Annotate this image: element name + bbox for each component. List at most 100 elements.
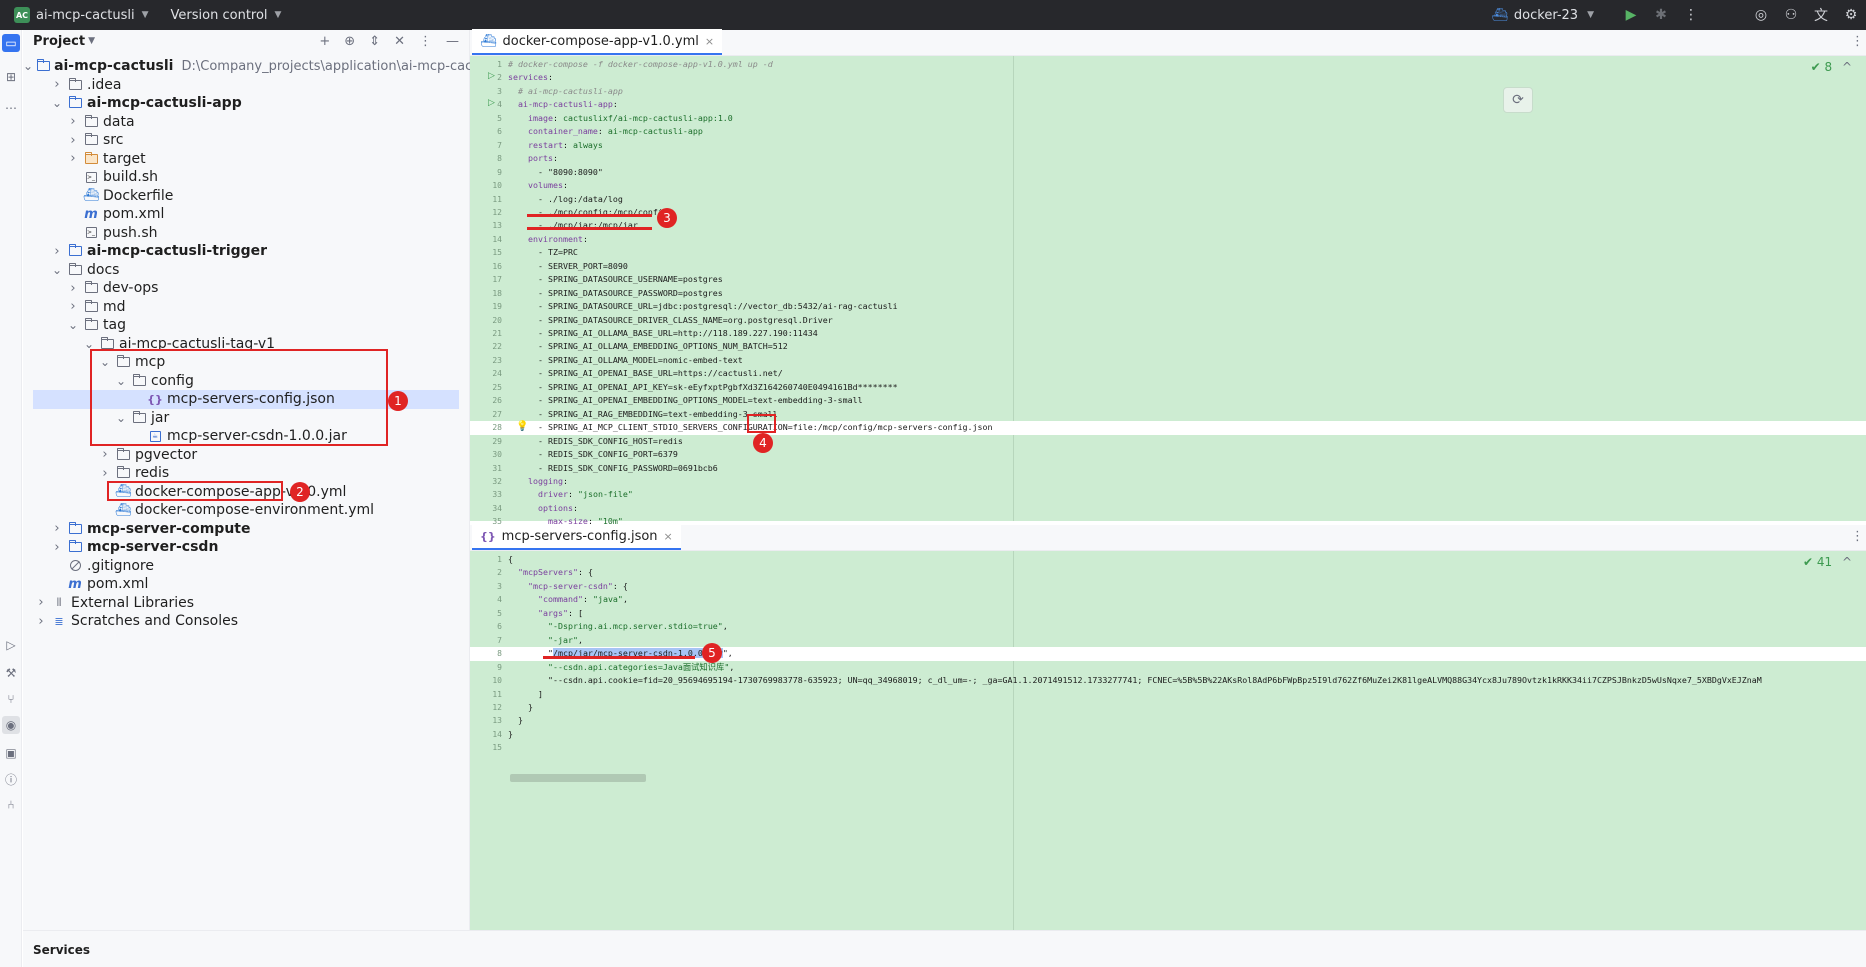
code-line[interactable]: "--csdn.api.cookie=fid=20_95694695194-17… — [508, 675, 1762, 686]
code-line[interactable]: ai-mcp-cactusli-app: — [518, 99, 618, 110]
run-tool-icon[interactable]: ▷ — [6, 638, 16, 652]
more-icon[interactable]: ⋮ — [1851, 529, 1864, 544]
code-line[interactable]: "args": [ — [537, 607, 583, 618]
services-tool-icon[interactable]: ◉ — [2, 716, 20, 734]
close-icon[interactable]: × — [704, 34, 715, 48]
code-line[interactable]: "-Dspring.ai.mcp.server.stdio=true", — [547, 621, 728, 632]
code-line[interactable]: # docker-compose -f docker-compose-app-v… — [508, 59, 773, 69]
code-line[interactable]: - SPRING_AI_OPENAI_EMBEDDING_OPTIONS_MOD… — [508, 395, 863, 406]
vcs-widget[interactable]: Version control ▼ — [171, 8, 282, 23]
git-tool-icon[interactable]: ⑂ — [7, 692, 15, 706]
chevron-down-icon[interactable]: ⌄ — [115, 373, 127, 388]
chevron-up-icon[interactable]: ^ — [1841, 555, 1852, 569]
hide-icon[interactable]: — — [446, 33, 459, 49]
expand-all-icon[interactable]: ⇕ — [369, 33, 381, 49]
code-line[interactable]: } — [508, 701, 533, 712]
run-config-selector[interactable]: ⛴ docker-23 ▼ — [1491, 8, 1594, 23]
chevron-right-icon[interactable]: › — [54, 243, 60, 259]
code-line[interactable]: driver: "json-file" — [537, 489, 633, 500]
code-line[interactable]: - ./log:/data/log — [508, 193, 623, 204]
sync-icon[interactable]: ⟳ — [1503, 87, 1533, 113]
tree-item[interactable]: ⌄config — [23, 372, 470, 391]
terminal-tool-icon[interactable]: ▣ — [5, 746, 17, 760]
code-line[interactable]: } — [508, 728, 513, 739]
chevron-down-icon[interactable]: ⌄ — [83, 336, 95, 351]
chevron-right-icon[interactable]: › — [54, 521, 60, 537]
code-area[interactable]: # docker-compose -f docker-compose-app-v… — [508, 56, 1866, 526]
tree-item[interactable]: ⌄ai-mcp-cactusli-app — [23, 94, 470, 113]
tab-docker-compose[interactable]: ⛴ docker-compose-app-v1.0.yml × — [472, 29, 723, 55]
code-area[interactable]: { "mcpServers": { "mcp-server-csdn": { "… — [508, 551, 1866, 930]
structure-tool-icon[interactable]: ⊞ — [5, 70, 17, 84]
code-line[interactable]: "command": "java", — [537, 594, 628, 605]
inspection-widget[interactable]: ✔ 8 ^ — [1811, 60, 1852, 74]
collapse-all-icon[interactable]: ✕ — [394, 33, 405, 49]
chevron-down-icon[interactable]: ⌄ — [115, 410, 127, 425]
chevron-right-icon[interactable]: › — [54, 77, 60, 93]
chevron-right-icon[interactable]: › — [70, 151, 76, 167]
tree-item[interactable]: ›⫴External Libraries — [23, 594, 470, 613]
chevron-right-icon[interactable]: › — [38, 595, 44, 611]
code-line[interactable]: image: cactuslixf/ai-mcp-cactusli-app:1.… — [527, 112, 733, 123]
code-line[interactable]: - SERVER_PORT=8090 — [508, 260, 628, 271]
tree-item[interactable]: ›dev-ops — [23, 279, 470, 298]
chevron-right-icon[interactable]: › — [102, 465, 108, 481]
run-gutter-icon[interactable]: ▷ — [488, 71, 495, 82]
code-line[interactable]: ports: — [527, 153, 558, 164]
code-line[interactable]: { — [508, 554, 513, 564]
more-icon[interactable]: ⋮ — [1851, 34, 1864, 49]
chevron-right-icon[interactable]: › — [102, 447, 108, 463]
more-tools-icon[interactable]: … — [5, 98, 17, 112]
build-tool-icon[interactable]: ⚒ — [5, 666, 17, 680]
tree-item[interactable]: >_build.sh — [23, 168, 470, 187]
code-line[interactable]: ] — [508, 688, 543, 699]
code-line[interactable]: - SPRING_AI_OPENAI_BASE_URL=https://cact… — [508, 368, 783, 379]
tree-item[interactable]: ⛴Dockerfile — [23, 187, 470, 206]
chevron-right-icon[interactable]: › — [70, 299, 76, 315]
code-line[interactable]: - ./mcp/jar:/mcp/jar — [508, 220, 638, 231]
run-gutter-icon[interactable]: ▷ — [488, 98, 495, 109]
lightbulb-icon[interactable]: 💡 — [516, 421, 529, 433]
tree-item[interactable]: ›.idea — [23, 76, 470, 95]
tree-item[interactable]: ›mcp-server-csdn — [23, 538, 470, 557]
tree-item[interactable]: >_push.sh — [23, 224, 470, 243]
chevron-right-icon[interactable]: › — [70, 132, 76, 148]
code-line[interactable]: - SPRING_AI_OLLAMA_EMBEDDING_OPTIONS_NUM… — [508, 341, 788, 352]
tree-item[interactable]: ⌄docs — [23, 261, 470, 280]
project-tool-icon[interactable]: ▭ — [2, 34, 20, 52]
code-line[interactable]: - SPRING_AI_OLLAMA_MODEL=nomic-embed-tex… — [508, 354, 743, 365]
code-line[interactable]: - TZ=PRC — [508, 247, 578, 258]
close-icon[interactable]: × — [663, 529, 673, 543]
tree-item[interactable]: ›≣Scratches and Consoles — [23, 612, 470, 631]
vcs-tool-icon[interactable]: ⑃ — [7, 798, 15, 812]
code-line[interactable]: "-jar", — [547, 634, 583, 645]
more-icon[interactable]: ⋮ — [1684, 7, 1698, 23]
code-line[interactable]: container_name: ai-mcp-cactusli-app — [527, 126, 703, 137]
settings-icon[interactable]: ⚙ — [1844, 7, 1858, 23]
tree-item[interactable]: ⌄tag — [23, 316, 470, 335]
tree-item[interactable]: ›md — [23, 298, 470, 317]
code-line[interactable]: volumes: — [527, 180, 568, 191]
tree-item[interactable]: ⌄mcp — [23, 353, 470, 372]
chevron-down-icon[interactable]: ⌄ — [67, 318, 79, 333]
code-line[interactable]: - SPRING_AI_MCP_CLIENT_STDIO_SERVERS_CON… — [508, 422, 993, 433]
project-badge[interactable]: AC — [14, 7, 30, 23]
code-line[interactable]: "--csdn.api.categories=Java面试知识库", — [547, 661, 735, 672]
locate-icon[interactable]: ⊕ — [344, 33, 356, 49]
services-bar[interactable]: Services — [23, 930, 1866, 967]
options-icon[interactable]: ⋮ — [419, 33, 432, 49]
chevron-right-icon[interactable]: › — [70, 280, 76, 296]
run-icon[interactable]: ▶ — [1625, 7, 1637, 23]
project-switcher[interactable]: ai-mcp-cactusli ▼ — [36, 8, 149, 23]
inspection-widget[interactable]: ✔ 41 ^ — [1803, 555, 1852, 569]
code-line[interactable]: - SPRING_DATASOURCE_PASSWORD=postgres — [508, 287, 723, 298]
tree-item[interactable]: ›ai-mcp-cactusli-trigger — [23, 242, 470, 261]
code-line[interactable]: - REDIS_SDK_CONFIG_PORT=6379 — [508, 449, 678, 460]
tree-item[interactable]: ›redis — [23, 464, 470, 483]
tree-item[interactable]: ⌄ai-mcp-cactusli-tag-v1 — [23, 335, 470, 354]
code-line[interactable]: - REDIS_SDK_CONFIG_HOST=redis — [508, 435, 683, 446]
